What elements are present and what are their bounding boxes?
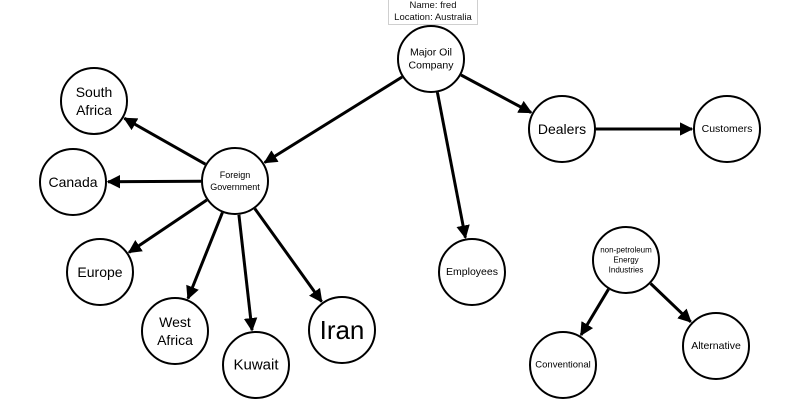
node-customers-circle — [693, 95, 761, 163]
node-iran: Iran — [308, 296, 376, 364]
node-foreign-gov-label-line-2: Government — [210, 182, 260, 192]
node-dealers: Dealers — [528, 95, 596, 163]
node-canada-circle — [39, 148, 107, 216]
edge-non-petroleum-to-alternative — [649, 282, 692, 323]
node-south-africa-label-line-2: Africa — [76, 102, 112, 118]
node-iran-label-line-1: Iran — [320, 315, 365, 345]
edge-foreign-gov-to-europe — [127, 198, 208, 254]
edge-foreign-gov-to-canada — [106, 174, 202, 189]
node-alternative-circle — [682, 312, 750, 380]
node-dealers-circle — [528, 95, 596, 163]
edge-foreign-gov-to-kuwait — [237, 214, 258, 332]
node-south-africa-label-line-1: South — [76, 84, 113, 100]
author-location: Location: Australia — [394, 11, 472, 23]
node-non-petroleum-label-line-3: Industries — [609, 266, 644, 275]
node-customers-label-line-1: Customers — [702, 123, 753, 135]
node-europe-label-line-1: Europe — [77, 264, 122, 280]
edge-foreign-gov-to-south-africa — [123, 116, 207, 166]
node-kuwait-label-line-1: Kuwait — [233, 357, 279, 374]
node-conventional-label-line-1: Conventional — [535, 360, 590, 371]
node-iran-circle — [308, 296, 376, 364]
node-conventional-circle — [529, 331, 597, 399]
node-conventional: Conventional — [529, 331, 597, 399]
node-employees-circle — [438, 238, 506, 306]
edge-major-oil-to-foreign-gov — [263, 75, 403, 164]
node-canada-label-line-1: Canada — [48, 174, 97, 190]
author-info-box: Name: fred Location: Australia — [388, 0, 478, 25]
node-non-petroleum-label-line-2: Energy — [613, 256, 638, 265]
node-europe: Europe — [66, 238, 134, 306]
node-employees-label-line-1: Employees — [446, 266, 498, 278]
node-kuwait: Kuwait — [222, 331, 290, 399]
node-west-africa-circle — [141, 297, 209, 365]
edge-non-petroleum-to-conventional — [579, 288, 610, 337]
edge-foreign-gov-to-iran — [253, 207, 323, 303]
node-dealers-label-line-1: Dealers — [538, 121, 586, 137]
node-alternative: Alternative — [682, 312, 750, 380]
node-non-petroleum-label-line-1: non-petroleum — [600, 246, 652, 255]
node-foreign-gov-circle — [201, 147, 269, 215]
edge-major-oil-to-dealers — [460, 73, 533, 114]
node-kuwait-circle — [222, 331, 290, 399]
node-non-petroleum-circle — [592, 226, 660, 294]
node-europe-circle — [66, 238, 134, 306]
node-foreign-gov-label-line-1: Foreign — [220, 170, 251, 180]
node-west-africa-label-line-2: Africa — [157, 332, 193, 348]
node-customers: Customers — [693, 95, 761, 163]
author-name: Name: fred — [409, 0, 457, 11]
node-major-oil-label-line-2: Company — [409, 60, 455, 72]
node-major-oil-label-line-1: Major Oil — [410, 47, 452, 59]
node-employees: Employees — [438, 238, 506, 306]
node-major-oil-circle — [397, 25, 465, 93]
edge-foreign-gov-to-west-africa — [186, 212, 224, 300]
node-west-africa-label-line-1: West — [159, 314, 191, 330]
node-alternative-label-line-1: Alternative — [691, 340, 741, 352]
edge-major-oil-to-employees — [435, 92, 470, 239]
node-canada: Canada — [39, 148, 107, 216]
node-south-africa-circle — [60, 67, 128, 135]
